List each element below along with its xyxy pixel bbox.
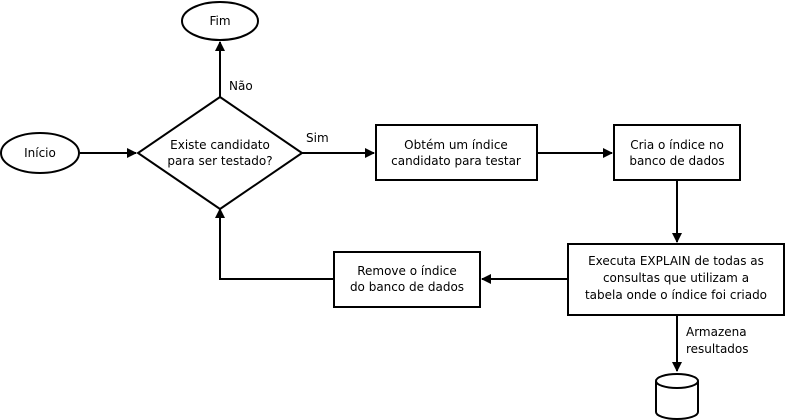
explain-label-line-2: consultas que utilizam a [603,271,749,285]
decision-label-line-2: para ser testado? [167,154,272,168]
create-index-label-line-2: banco de dados [629,154,724,168]
start-label: Início [24,146,56,160]
get-index-label-line-1: Obtém um índice [404,138,508,152]
get-index-label-line-2: candidato para testar [391,154,521,168]
explain-label-line-1: Executa EXPLAIN de todas as [588,254,764,268]
explain-node: Executa EXPLAIN de todas as consultas qu… [567,243,785,316]
edge-label-yes: Sim [306,131,329,145]
decision-node: Existe candidato para ser testado? [136,95,304,211]
end-label: Fim [209,14,230,28]
edges [80,41,682,372]
storage-cylinder-icon [655,373,699,420]
edge-label-store-line-1: Armazena [686,325,747,339]
create-index-label-line-1: Cria o índice no [630,138,724,152]
explain-label-line-3: tabela onde o índice foi criado [585,288,767,302]
edge-remove-to-decision [215,208,333,280]
get-index-node: Obtém um índice candidato para testar [375,124,538,181]
start-node: Início [0,132,80,174]
remove-index-node: Remove o índice do banco de dados [333,251,481,308]
end-node: Fim [181,1,259,41]
remove-index-label-line-2: do banco de dados [350,280,464,294]
decision-label-line-1: Existe candidato [170,138,270,152]
edge-label-store-line-2: resultados [686,342,749,356]
edge-label-no: Não [229,79,253,93]
create-index-node: Cria o índice no banco de dados [613,124,741,181]
remove-index-label-line-1: Remove o índice [357,264,457,278]
